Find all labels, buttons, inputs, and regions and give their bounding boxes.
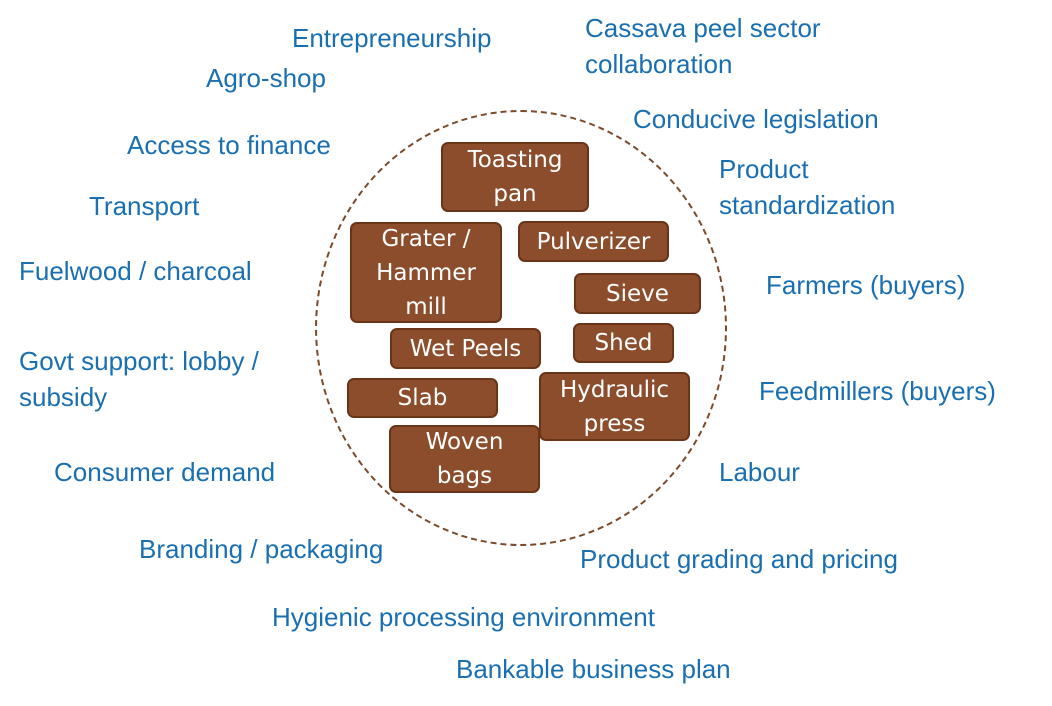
label-branding-packaging: Branding / packaging: [139, 534, 384, 564]
box-sieve: Sieve: [574, 273, 701, 314]
label-transport: Transport: [89, 191, 200, 221]
label-labour: Labour: [719, 457, 800, 487]
label-fuelwood-charcoal: Fuelwood / charcoal: [19, 256, 252, 286]
label-farmers-buyers: Farmers (buyers): [766, 270, 966, 300]
box-shed: Shed: [573, 323, 674, 363]
box-wet-peels: Wet Peels: [390, 328, 541, 369]
dashed-circle: [315, 110, 727, 546]
label-access-to-finance: Access to finance: [127, 130, 331, 160]
label-hygienic-processing-environment: Hygienic processing environment: [272, 602, 655, 632]
label-bankable-business-plan: Bankable business plan: [456, 654, 731, 684]
label-entrepreneurship: Entrepreneurship: [292, 23, 492, 53]
label-conducive-legislation: Conducive legislation: [633, 104, 879, 134]
box-pulverizer: Pulverizer: [518, 221, 669, 262]
label-product-grading-and-pricing: Product grading and pricing: [580, 544, 898, 574]
label-consumer-demand: Consumer demand: [54, 457, 276, 487]
label-govt-support: Govt support: lobby /subsidy: [19, 346, 259, 412]
label-feedmillers-buyers: Feedmillers (buyers): [759, 376, 996, 406]
box-slab: Slab: [347, 378, 498, 418]
label-agro-shop: Agro-shop: [206, 63, 326, 93]
